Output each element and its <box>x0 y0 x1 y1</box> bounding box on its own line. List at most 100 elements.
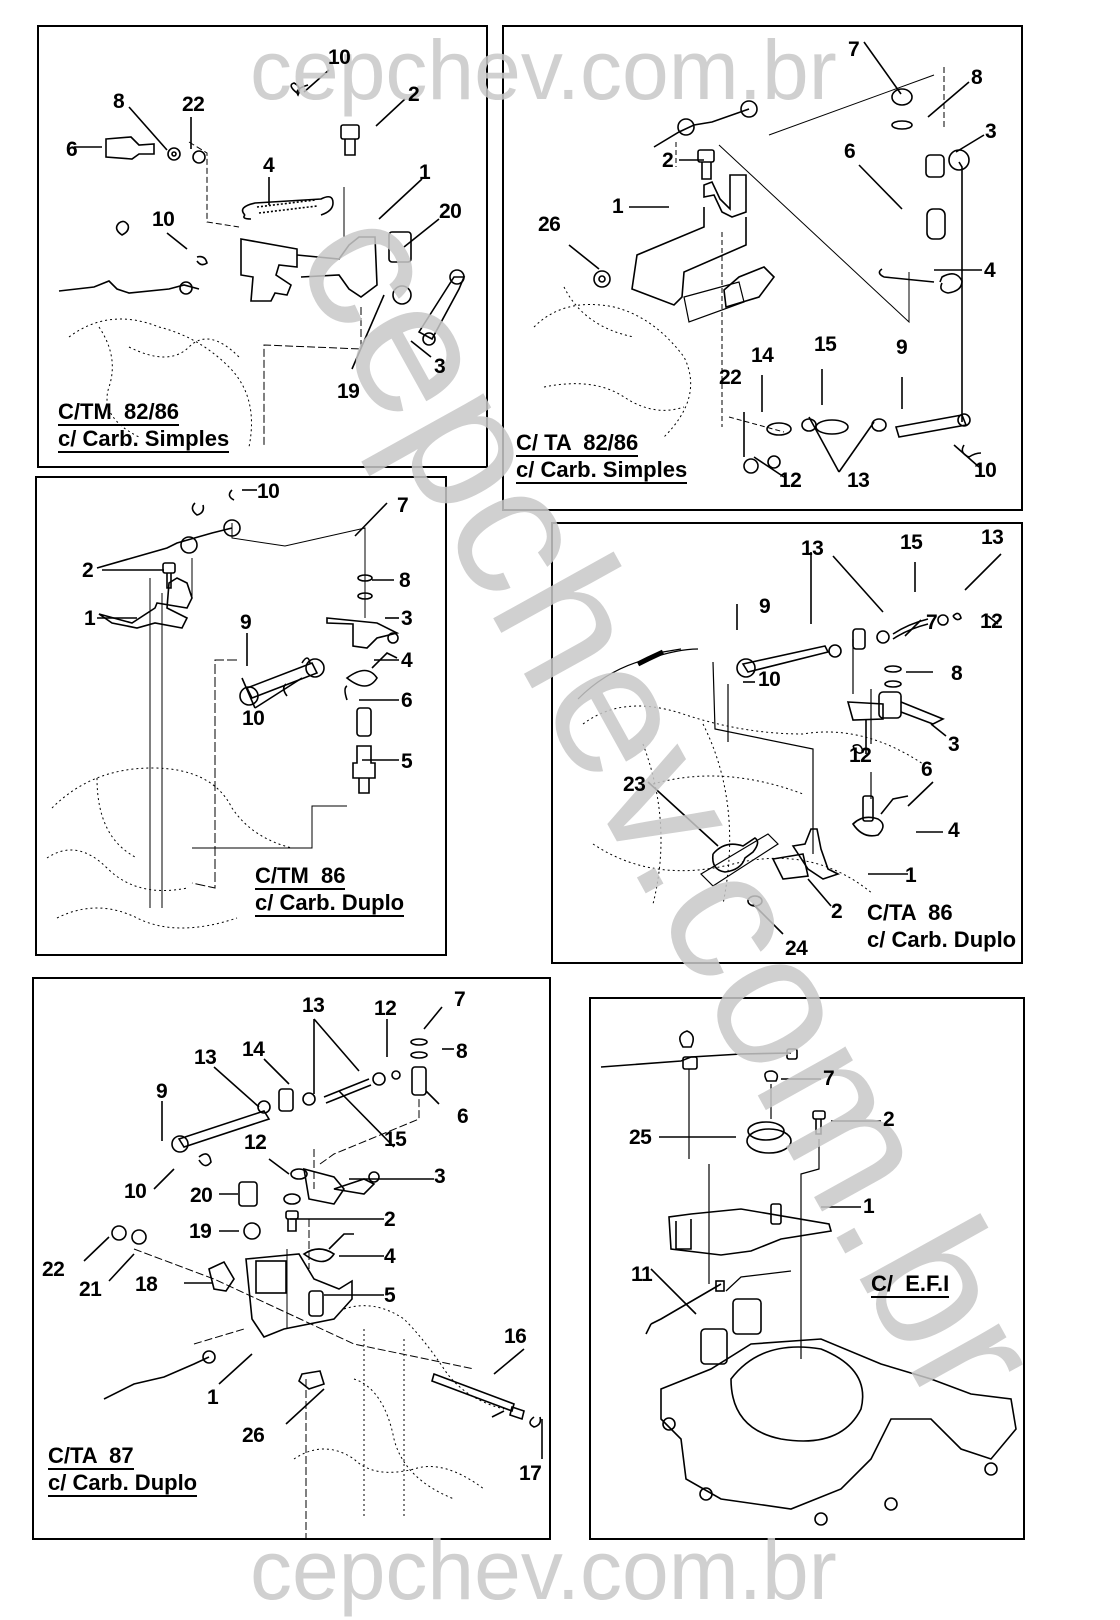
callout-8: 8 <box>951 662 963 685</box>
callout-2: 2 <box>408 83 420 106</box>
title-line-2: c/ Carb. Duplo <box>255 889 405 917</box>
callout-10-b: 10 <box>152 208 175 231</box>
callout-26: 26 <box>538 213 561 236</box>
callout-12: 12 <box>980 610 1003 633</box>
callout-20: 20 <box>439 200 462 223</box>
callout-14: 14 <box>242 1038 265 1061</box>
parts-diagram-cta-82-86 <box>533 41 985 478</box>
callout-16: 16 <box>504 1325 527 1348</box>
callout-15: 15 <box>384 1128 407 1151</box>
parts-diagram-efi <box>600 1030 1017 1526</box>
panel-ctm-82-86-simples: 10 2 8 22 6 4 1 20 10 3 19 C/TM 82/86 c/… <box>37 25 488 468</box>
callout-10: 10 <box>974 459 997 482</box>
callout-22: 22 <box>719 366 742 389</box>
callout-12-b: 12 <box>849 744 872 767</box>
callout-18: 18 <box>135 1273 158 1296</box>
callout-6: 6 <box>921 758 933 781</box>
callout-10: 10 <box>257 480 280 503</box>
callout-25: 25 <box>629 1126 652 1149</box>
callout-23: 23 <box>623 773 646 796</box>
callout-1: 1 <box>207 1386 219 1409</box>
callout-7: 7 <box>397 494 409 517</box>
callout-7: 7 <box>823 1067 835 1090</box>
callout-17: 17 <box>519 1462 542 1485</box>
callout-11: 11 <box>631 1263 653 1286</box>
callout-22: 22 <box>182 93 205 116</box>
callout-26: 26 <box>242 1424 265 1447</box>
title-line-1: C/TM 82/86 <box>58 399 180 426</box>
callout-13: 13 <box>302 994 325 1017</box>
title-line-1: C/ E.F.I <box>871 1271 950 1298</box>
callout-8: 8 <box>971 66 983 89</box>
callout-6: 6 <box>844 140 856 163</box>
callout-6: 6 <box>401 689 413 712</box>
callout-8: 8 <box>399 569 411 592</box>
parts-diagram-cta-87-duplo <box>83 1006 543 1539</box>
callout-7: 7 <box>848 38 860 61</box>
callout-4: 4 <box>984 259 996 282</box>
callout-1: 1 <box>419 161 431 184</box>
parts-diagram-cta-86-duplo <box>577 552 1002 935</box>
panel-title: C/ E.F.I <box>871 1271 950 1298</box>
callout-15: 15 <box>900 531 923 554</box>
callout-24: 24 <box>785 937 808 960</box>
callout-3: 3 <box>401 607 413 630</box>
callout-8: 8 <box>113 90 125 113</box>
callout-21: 21 <box>79 1278 102 1301</box>
callout-13-b: 13 <box>981 526 1004 549</box>
callout-12-b: 12 <box>244 1131 267 1154</box>
callout-9: 9 <box>240 611 252 634</box>
callout-13-b: 13 <box>194 1046 217 1069</box>
callout-10-b: 10 <box>242 707 265 730</box>
callout-10: 10 <box>328 46 351 69</box>
callout-12: 12 <box>374 997 397 1020</box>
callout-3: 3 <box>434 1165 446 1188</box>
callout-1: 1 <box>84 607 96 630</box>
callout-3: 3 <box>985 120 997 143</box>
callout-1: 1 <box>612 195 624 218</box>
callout-10: 10 <box>758 668 781 691</box>
title-line-1: C/ TA 82/86 <box>516 430 639 457</box>
title-line-2: c/ Carb. Duplo <box>867 926 1017 952</box>
parts-diagram-ctm-86-duplo <box>46 489 400 929</box>
callout-9: 9 <box>156 1080 168 1103</box>
callout-1: 1 <box>863 1195 875 1218</box>
callout-9: 9 <box>896 336 908 359</box>
panel-ctm-86-duplo: 10 7 2 8 1 3 9 4 10 6 5 C/TM 86 c/ Carb.… <box>35 476 447 956</box>
callout-4: 4 <box>401 649 413 672</box>
callout-22: 22 <box>42 1258 65 1281</box>
callout-7: 7 <box>454 988 466 1011</box>
callout-5: 5 <box>384 1284 396 1307</box>
callout-7: 7 <box>926 611 938 634</box>
title-line-2: c/ Carb. Simples <box>516 456 688 484</box>
callout-15: 15 <box>814 333 837 356</box>
callout-13: 13 <box>847 469 870 492</box>
title-line-2: c/ Carb. Duplo <box>48 1469 198 1497</box>
callout-2: 2 <box>883 1108 895 1131</box>
callout-5: 5 <box>401 750 413 773</box>
callout-4: 4 <box>948 819 960 842</box>
callout-3: 3 <box>948 733 960 756</box>
callout-3: 3 <box>434 355 446 378</box>
title-line-2: c/ Carb. Simples <box>58 425 230 453</box>
callout-19: 19 <box>189 1220 212 1243</box>
callout-1: 1 <box>905 864 917 887</box>
callout-20: 20 <box>190 1184 213 1207</box>
callout-6: 6 <box>66 138 78 161</box>
callout-2: 2 <box>384 1208 396 1231</box>
callout-9: 9 <box>759 595 771 618</box>
panel-title: C/ TA 82/86 c/ Carb. Simples <box>516 430 688 484</box>
panel-cta-87-duplo: 13 12 7 8 13 14 9 6 15 12 3 10 20 2 19 4… <box>32 977 551 1540</box>
callout-19: 19 <box>337 380 360 403</box>
callout-13: 13 <box>801 537 824 560</box>
callout-4: 4 <box>263 154 275 177</box>
panel-title: C/TA 86 c/ Carb. Duplo <box>867 900 1016 954</box>
panel-cta-82-86-simples: 7 8 3 2 6 1 26 4 14 15 9 22 12 13 10 C/ … <box>502 25 1023 511</box>
callout-12: 12 <box>779 469 802 492</box>
panel-title: C/TM 82/86 c/ Carb. Simples <box>58 399 230 453</box>
callout-4: 4 <box>384 1245 396 1268</box>
parts-diagram-ctm-82-86 <box>58 69 466 448</box>
panel-cta-86-duplo: 13 15 13 9 12 7 10 8 12 3 6 23 4 1 2 24 … <box>551 522 1023 964</box>
callout-10: 10 <box>124 1180 147 1203</box>
title-line-1: C/TA 87 <box>48 1443 134 1470</box>
